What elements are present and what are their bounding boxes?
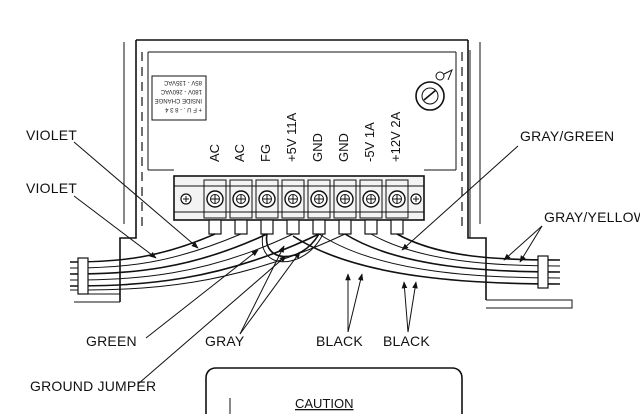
terminal-screw [203,179,227,219]
leader-arrows [73,141,543,385]
gray-yellow-label: GRAY/YELLOW [544,209,640,225]
terminal-label-12v: +12V 2A [388,111,403,162]
wire-lugs [208,219,404,235]
gray-green-label: GRAY/GREEN [520,128,614,144]
chassis-frame [74,39,573,309]
terminal-screw [281,179,305,219]
mounting-screw-right [410,193,422,205]
svg-text:180V - 260VAC: 180V - 260VAC [160,88,202,94]
terminal-label-neg5v: -5V 1A [362,122,377,162]
caution-title: CAUTION [295,396,354,411]
violet-label-1: VIOLET [26,127,77,143]
adjust-potentiometer [415,68,453,111]
terminal-block [173,175,425,221]
terminal-screw [359,179,383,219]
mounting-screw-left [180,193,192,205]
right-wire-harness [292,233,561,289]
terminal-screw [333,179,357,219]
caution-label: CAUTION [205,367,463,414]
inner-cover [147,51,457,171]
svg-text:+ F U . - 8 3 4: + F U . - 8 3 4 [164,106,202,112]
terminal-labels: AC AC FG +5V 11A GND GND -5V 1A +12V 2A [207,111,403,162]
terminal-label-ac-1: AC [207,144,222,162]
svg-text:INSIDE CHANGE: INSIDE CHANGE [155,97,202,103]
ground-jumper-label: GROUND JUMPER [30,378,156,394]
black-label-1: BLACK [316,333,363,349]
terminal-screw [255,179,279,219]
terminal-label-gnd-2: GND [336,133,351,162]
terminal-label-5v: +5V 11A [284,112,299,162]
ground-jumper [261,233,324,263]
violet-label-2: VIOLET [26,180,77,196]
callout-labels: VIOLET VIOLET GREEN GROUND JUMPER GRAY B… [26,127,640,394]
green-label: GREEN [86,333,137,349]
terminal-label-fg: FG [258,144,273,162]
terminal-screw [229,179,253,219]
terminal-screw [307,179,331,219]
black-label-2: BLACK [383,333,430,349]
svg-text:85V - 135VAC: 85V - 135VAC [163,79,202,85]
terminal-label-gnd-1: GND [310,133,325,162]
gray-label: GRAY [205,333,245,349]
terminal-label-ac-2: AC [232,144,247,162]
voltage-selector-label: + F U . - 8 3 4 INSIDE CHANGE 180V - 260… [151,75,207,121]
terminal-screw [385,179,409,219]
